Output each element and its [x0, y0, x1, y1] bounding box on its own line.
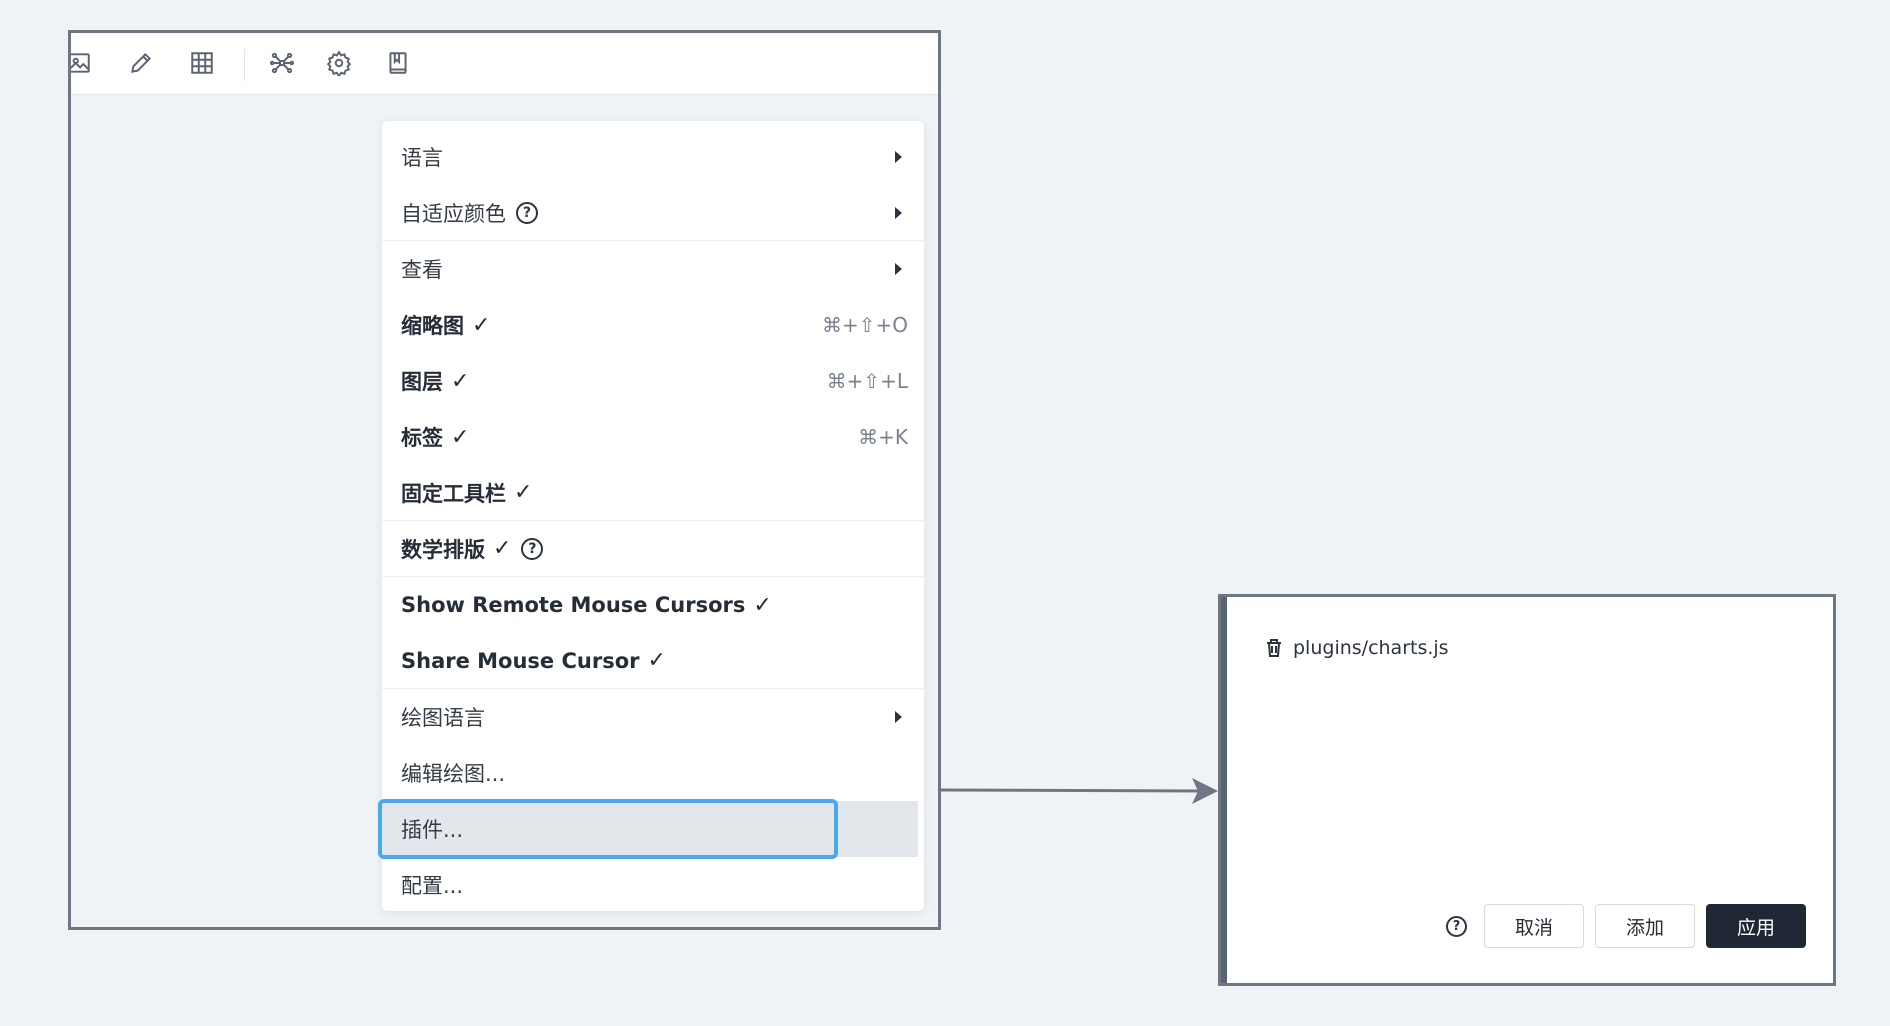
menu-item-diagram-language[interactable]: 绘图语言	[382, 689, 924, 745]
plugin-list-item: plugins/charts.js	[1265, 637, 1449, 659]
menu-item-label: 绘图语言	[401, 706, 485, 730]
menu-item-plugins[interactable]: 插件...	[378, 799, 918, 859]
submenu-arrow-icon	[895, 263, 902, 275]
menu-item-label: 语言	[401, 146, 443, 170]
image-icon[interactable]	[71, 49, 93, 77]
check-icon: ✓	[647, 648, 666, 673]
menu-item-view[interactable]: 查看	[382, 241, 924, 297]
menu-item-label: 配置...	[401, 874, 464, 898]
menu-item-share-cursor[interactable]: Share Mouse Cursor ✓	[382, 633, 924, 689]
submenu-arrow-icon	[895, 151, 902, 163]
menu-item-label: 固定工具栏	[401, 481, 506, 506]
help-icon[interactable]: ?	[516, 201, 538, 224]
view-menu: 语言 自适应颜色 ? 查看 缩略图 ✓ ⌘+⇧+O 图层 ✓ ⌘+⇧+L 标签 …	[378, 121, 924, 913]
menu-item-label: 缩略图	[401, 314, 464, 338]
menu-item-label: 编辑绘图...	[401, 762, 506, 786]
menu-item-label: 自适应颜色	[401, 201, 506, 226]
menu-shortcut: ⌘+⇧+O	[821, 313, 908, 337]
submenu-arrow-icon	[895, 206, 902, 219]
menu-item-layers[interactable]: 图层 ✓ ⌘+⇧+L	[382, 353, 924, 409]
help-icon[interactable]: ?	[521, 537, 544, 560]
grid-icon[interactable]	[188, 49, 216, 77]
menu-item-fixed-toolbar[interactable]: 固定工具栏 ✓	[382, 465, 924, 521]
help-icon[interactable]: ?	[1446, 916, 1467, 937]
menu-item-tags[interactable]: 标签 ✓ ⌘+K	[382, 409, 924, 465]
pencil-icon[interactable]	[127, 49, 155, 77]
apply-button[interactable]: 应用	[1706, 904, 1806, 948]
menu-item-show-remote-cursors[interactable]: Show Remote Mouse Cursors ✓	[382, 577, 924, 633]
menu-item-language[interactable]: 语言	[382, 129, 924, 185]
check-icon: ✓	[451, 424, 470, 450]
add-button[interactable]: 添加	[1595, 904, 1695, 948]
check-icon: ✓	[514, 480, 533, 505]
check-icon: ✓	[451, 368, 470, 394]
menu-item-math-typesetting[interactable]: 数学排版 ✓ ?	[382, 521, 924, 577]
menu-item-label: 查看	[401, 258, 443, 282]
check-icon: ✓	[493, 536, 512, 561]
menu-item-adaptive-colors[interactable]: 自适应颜色 ?	[382, 185, 924, 241]
toolbar-separator	[244, 49, 245, 81]
menu-item-label: 数学排版	[401, 537, 485, 562]
app-window: 语言 自适应颜色 ? 查看 缩略图 ✓ ⌘+⇧+O 图层 ✓ ⌘+⇧+L 标签 …	[68, 30, 941, 930]
menu-item-configuration[interactable]: 配置...	[382, 857, 924, 913]
menu-item-outline[interactable]: 缩略图 ✓ ⌘+⇧+O	[382, 297, 924, 353]
check-icon: ✓	[753, 592, 772, 618]
gear-icon[interactable]	[325, 49, 353, 77]
menu-item-label: 图层	[401, 370, 443, 394]
toolbar	[71, 33, 938, 95]
submenu-arrow-icon	[895, 711, 902, 723]
trash-icon[interactable]	[1265, 638, 1283, 658]
menu-item-edit-diagram[interactable]: 编辑绘图...	[382, 745, 924, 801]
check-icon: ✓	[472, 312, 491, 338]
menu-item-label: Share Mouse Cursor	[401, 648, 640, 673]
menu-shortcut: ⌘+⇧+L	[826, 369, 908, 393]
menu-item-label: 插件...	[401, 818, 464, 842]
menu-item-label: Show Remote Mouse Cursors	[401, 593, 746, 617]
menu-item-label: 标签	[401, 426, 443, 450]
book-icon[interactable]	[384, 49, 412, 77]
plugins-dialog: plugins/charts.js ? 取消 添加 应用	[1218, 594, 1836, 986]
network-icon[interactable]	[268, 49, 296, 77]
plugin-file-name: plugins/charts.js	[1293, 637, 1449, 659]
cancel-button[interactable]: 取消	[1484, 904, 1584, 948]
menu-shortcut: ⌘+K	[858, 425, 908, 449]
